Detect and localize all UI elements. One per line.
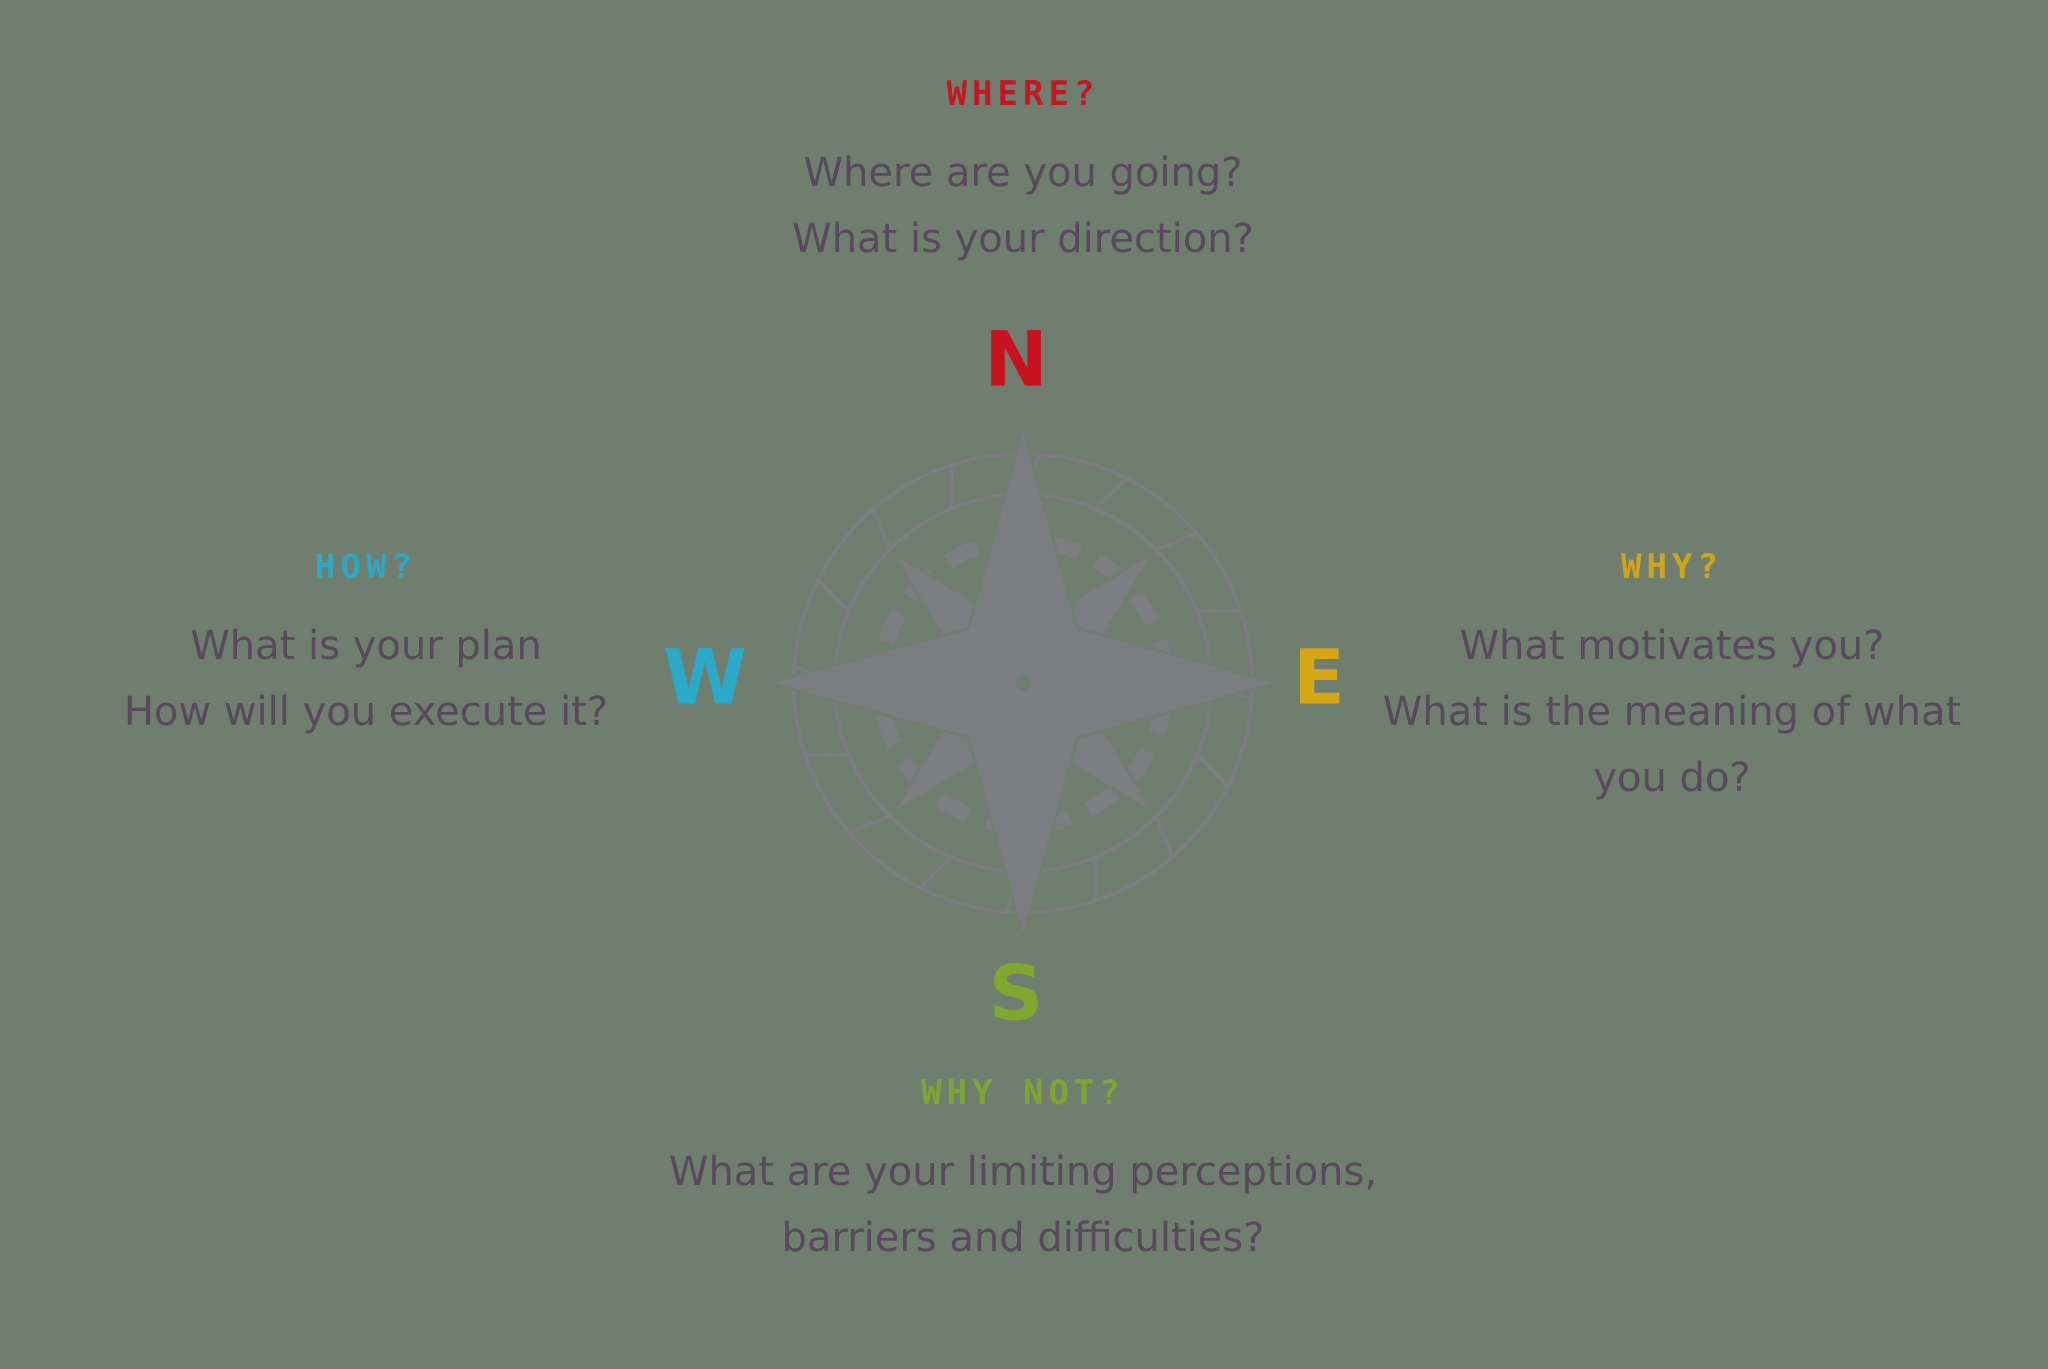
- question-heading-where: WHERE?: [946, 74, 1100, 114]
- question-line: What is the meaning of what: [1382, 689, 1962, 735]
- question-heading-why: WHY?: [1621, 547, 1723, 587]
- compass-letter-west: W: [663, 632, 747, 722]
- question-block-south: WHY NOT? What are your limiting percepti…: [573, 1073, 1473, 1271]
- question-block-west: HOW? What is your plan How will you exec…: [86, 547, 646, 745]
- question-line: How will you execute it?: [123, 689, 609, 735]
- question-block-north: WHERE? Where are you going? What is your…: [573, 74, 1473, 272]
- question-block-east: WHY? What motivates you? What is the mea…: [1372, 547, 1972, 811]
- question-line: What is your plan: [190, 623, 542, 669]
- question-line: barriers and difficulties?: [781, 1215, 1265, 1261]
- compass-letter-north: N: [984, 314, 1048, 404]
- compass-rose-icon: [713, 373, 1333, 993]
- question-line: What are your limiting perceptions,: [668, 1149, 1378, 1195]
- compass-letter-south: S: [988, 948, 1044, 1038]
- question-line: you do?: [1593, 755, 1751, 801]
- question-line: Where are you going?: [803, 150, 1243, 196]
- compass-letter-east: E: [1293, 632, 1345, 722]
- question-line: What is your direction?: [792, 216, 1254, 262]
- question-line: What motivates you?: [1459, 623, 1885, 669]
- question-heading-why-not: WHY NOT?: [921, 1073, 1125, 1113]
- question-heading-how: HOW?: [315, 547, 417, 587]
